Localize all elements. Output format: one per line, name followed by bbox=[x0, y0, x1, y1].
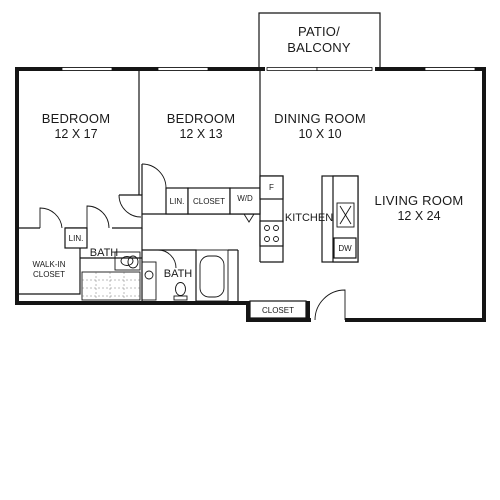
entry-closet-label: CLOSET bbox=[262, 306, 294, 315]
interior-walls bbox=[19, 70, 261, 302]
hall-closet-label: CLOSET bbox=[193, 197, 225, 206]
washer-dryer-label: W/D bbox=[237, 194, 253, 203]
patio-outline bbox=[258, 12, 381, 70]
dining-room-dimensions: 10 X 10 bbox=[298, 127, 341, 141]
entry-door bbox=[314, 289, 346, 321]
dining-room-label: DINING ROOM bbox=[274, 111, 366, 126]
kitchen-fixtures bbox=[259, 175, 359, 263]
bedroom-1-dimensions: 12 X 17 bbox=[54, 127, 97, 141]
walk-in-closet-label-line2: CLOSET bbox=[33, 270, 65, 279]
dishwasher-label: DW bbox=[338, 244, 352, 253]
linen-closet-1-label: LIN. bbox=[69, 234, 84, 243]
fridge-label: F bbox=[269, 183, 274, 192]
kitchen-label: KITCHEN bbox=[285, 212, 333, 224]
labels: PATIO/ BALCONY BEDROOM 12 X 17 BEDROOM 1… bbox=[32, 24, 463, 315]
linen-closet-2-label: LIN. bbox=[170, 197, 185, 206]
bath-1-label: BATH bbox=[90, 247, 119, 259]
bedroom-2-dimensions: 12 X 13 bbox=[179, 127, 222, 141]
patio-label-line1: PATIO/ bbox=[298, 24, 340, 39]
walk-in-closet-label-line1: WALK-IN bbox=[32, 260, 65, 269]
entry-closet bbox=[249, 300, 307, 319]
bath-2-label: BATH bbox=[164, 268, 193, 280]
exterior-walls bbox=[15, 66, 486, 323]
bedroom-1-label: BEDROOM bbox=[42, 111, 111, 126]
living-room-dimensions: 12 X 24 bbox=[397, 209, 440, 223]
bedroom-2-label: BEDROOM bbox=[167, 111, 236, 126]
living-room-label: LIVING ROOM bbox=[375, 193, 464, 208]
patio-label-line2: BALCONY bbox=[287, 40, 351, 55]
